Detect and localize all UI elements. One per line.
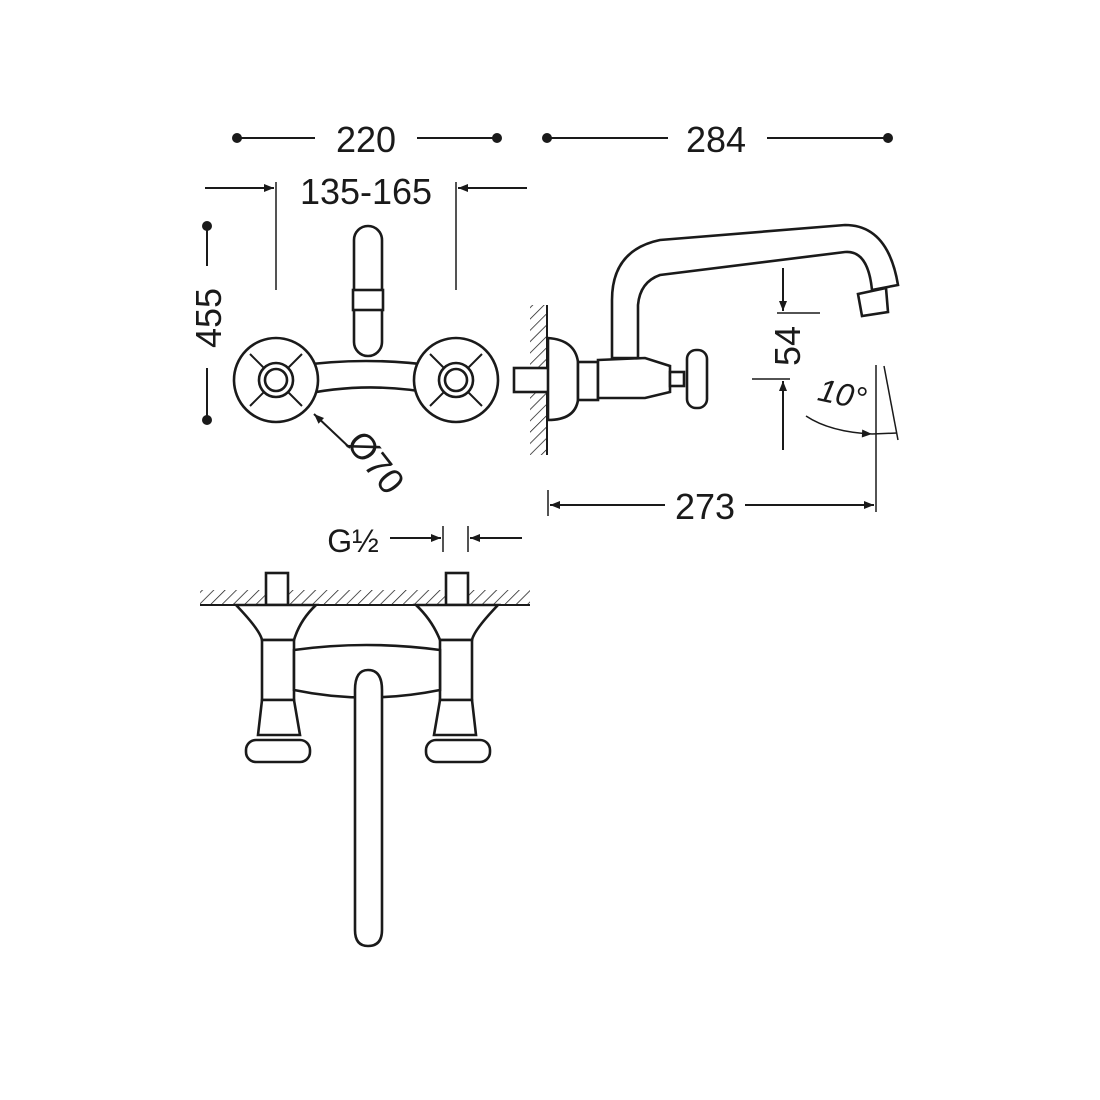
side-view: 54 10° 273 [512,223,900,527]
front-view: Ø70 [232,224,500,502]
dim-273-label: 273 [675,486,735,527]
dim-diameter-70-label: Ø70 [339,423,413,502]
dimension-284: 284 [542,119,893,160]
dimension-g-half: G½ [327,523,522,559]
dimension-135-165: 135-165 [205,171,527,290]
dimension-455: 455 [188,221,229,425]
dim-54-label: 54 [767,326,808,366]
dim-455-label: 455 [188,288,229,348]
handle-right [412,336,500,424]
handle-left [232,336,320,424]
dim-angle-10-label: 10° [815,372,870,417]
dim-135-165-label: 135-165 [300,171,432,212]
dim-220-label: 220 [336,119,396,160]
dim-thread-label: G½ [327,523,379,559]
dim-284-label: 284 [686,119,746,160]
dimension-220: 220 [232,119,502,160]
top-view [200,571,530,948]
